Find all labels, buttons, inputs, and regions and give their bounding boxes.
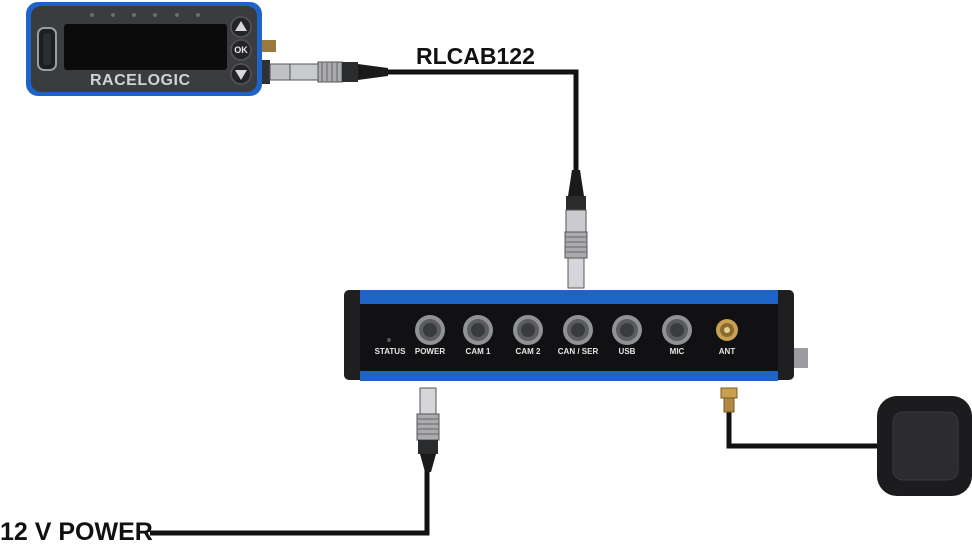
ok-button[interactable]: [230, 39, 252, 61]
ok-button-label: OK: [234, 45, 248, 55]
gps-antenna: [877, 396, 972, 496]
status-label: STATUS: [374, 347, 406, 356]
port-label-ant: ANT: [718, 347, 736, 356]
port-power: [415, 315, 445, 345]
display-unit: [26, 2, 291, 96]
port-cam-1: [463, 315, 493, 345]
port-cam-2: [513, 315, 543, 345]
port-mic: [662, 315, 692, 345]
cable-rlcab122: [385, 69, 579, 170]
port-label-usb: USB: [618, 347, 636, 356]
power-label: 12 V POWER: [0, 518, 153, 546]
port-ant: [716, 319, 738, 341]
port-label-mic: MIC: [669, 347, 685, 356]
antenna-connector: [720, 387, 738, 413]
port-usb: [612, 315, 642, 345]
brand-logo-text: RACELOGIC: [90, 72, 191, 89]
port-label-power: POWER: [414, 347, 446, 356]
cable-12v-power: [150, 470, 430, 536]
power-plug: [416, 387, 440, 472]
triangle-down-icon: [235, 70, 247, 80]
cable-label: RLCAB122: [416, 43, 535, 69]
cable-antenna: [726, 412, 885, 449]
port-label-cam-2: CAM 2: [515, 347, 541, 356]
triangle-up-icon: [235, 21, 247, 31]
port-can-ser: [563, 315, 593, 345]
rlcab122-plug-unit: [564, 170, 588, 289]
port-label-cam-1: CAM 1: [465, 347, 491, 356]
rlcab122-plug-display: [289, 61, 388, 83]
port-label-can-ser: CAN / SER: [557, 347, 599, 356]
